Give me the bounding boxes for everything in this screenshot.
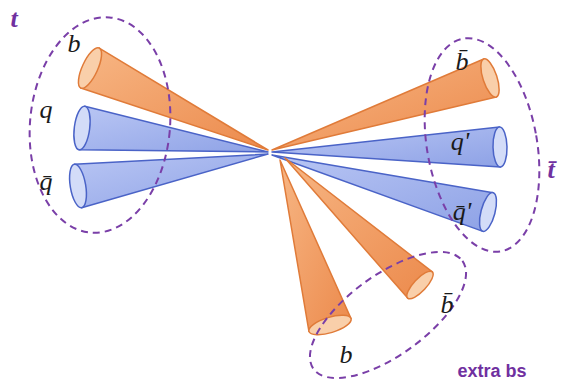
- jet-label: b̄: [441, 292, 454, 318]
- jet-label: b: [340, 342, 353, 368]
- particle-name: t: [10, 6, 17, 32]
- jet-cone: [67, 154, 268, 209]
- jet-label: q: [40, 97, 53, 123]
- cone-cap: [477, 57, 503, 99]
- dashed-ellipse: [290, 229, 486, 386]
- cone-body: [74, 154, 268, 208]
- jet-label: q̄': [453, 199, 472, 225]
- cone-cap: [403, 268, 437, 303]
- particle-name: extra bs: [457, 362, 526, 380]
- jet-label: q': [451, 129, 470, 155]
- jet-label: b: [68, 31, 81, 57]
- particle-name: t̄: [547, 157, 554, 183]
- cone-cap: [67, 163, 89, 209]
- cone-cap: [493, 127, 508, 167]
- cone-cap: [72, 105, 93, 151]
- jet-label: b̄: [456, 49, 469, 75]
- dashed-ellipse: [21, 11, 179, 238]
- dashed-ellipse: [409, 29, 555, 261]
- cone-body: [79, 106, 268, 152]
- cone-body: [280, 160, 351, 331]
- dashed-outline: [427, 37, 537, 253]
- cone-cap: [307, 311, 354, 338]
- group-ellipse: t: [30, 17, 170, 233]
- cone-cap: [476, 191, 500, 233]
- dashed-outline: [30, 17, 170, 233]
- group-ellipse: t̄: [427, 37, 537, 253]
- jet-cone: [280, 160, 353, 339]
- jet-label: q̄: [40, 169, 53, 195]
